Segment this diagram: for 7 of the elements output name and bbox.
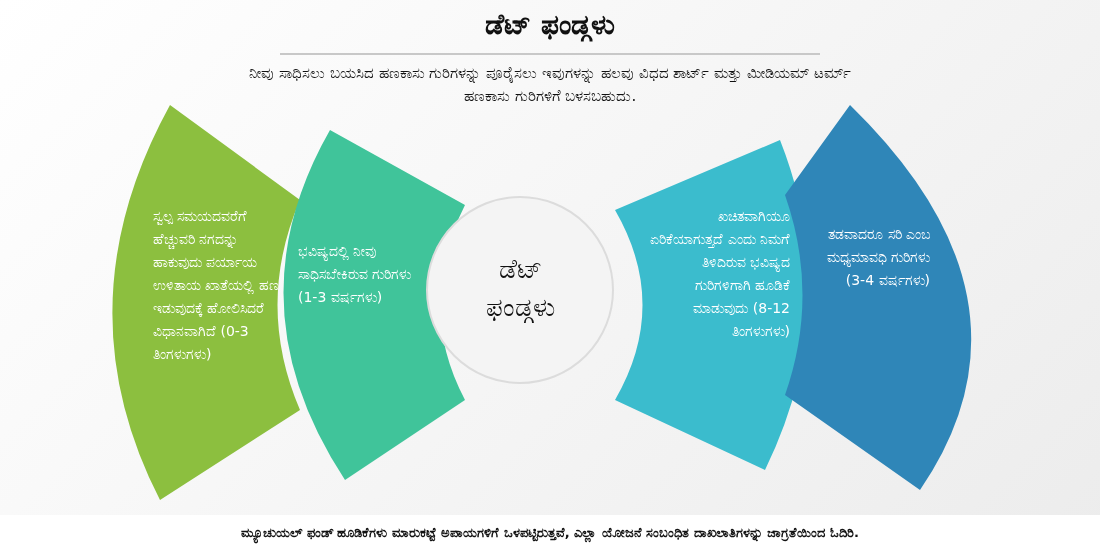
segment-text: ಸ್ವಲ್ಪ ಸಮಯದವರೆಗೆ ಹೆಚ್ಚುವರಿ ನಗದನ್ನು ಹಾಕುವುದು ಪರ್ಯಾಯ ಉಳಿತಾಯ ಖಾತೆಯಲ್ಲಿ ಹಣ ಇಡುವುದಕ್ಕೆ ಹೋಲಿಸಿದರೆ ವಿಧಾನವಾಗಿದೆ (0-3 ತಿಂಗಳುಗಳು)	[153, 207, 280, 364]
segment-text: ತಡವಾದರೂ ಸರಿ ಎಂಬ ಮಧ್ಯಮಾವಧಿ ಗುರಿಗಳು (3-4 ವರ್ಷಗಳು)	[825, 225, 930, 290]
title: ಡೆಟ್ ಫಂಡ್ಗಳು	[484, 8, 616, 42]
subtitle-text: ನೀವು ಸಾಧಿಸಲು ಬಯಸಿದ ಹಣಕಾಸು ಗುರಿಗಳನ್ನು ಪೂರೈಸಲು ಇವುಗಳನ್ನು ಹಲವು ವಿಧದ ಶಾರ್ಟ್ ಮತ್ತು ಮೀಡಿಯಮ್ ಟರ್ಮ್ ಹಣಕಾಸು ಗುರಿಗಳಿಗೆ ಬಳಸಬಹುದು.	[248, 63, 852, 107]
segment-text: ಖಚಿತವಾಗಿಯೂ ಏರಿಕೆಯಾಗುತ್ತದೆ ಎಂದು ನಿಮಗೆ ತಿಳಿದಿರುವ ಭವಿಷ್ಯದ ಗುರಿಗಳಿಗಾಗಿ ಹೂಡಿಕೆ ಮಾಡುವುದು (8-12 ತಿಂಗಳುಗಳು)	[649, 207, 790, 341]
segment-text: ಡೆಟ್ ಫಂಡ್ಗಳು	[484, 253, 556, 325]
segment-text: ಭವಿಷ್ಯದಲ್ಲಿ ನೀವು ಸಾಧಿಸಬೇಕಿರುವ ಗುರಿಗಳು (1-3 ವರ್ಷಗಳು)	[298, 242, 413, 307]
